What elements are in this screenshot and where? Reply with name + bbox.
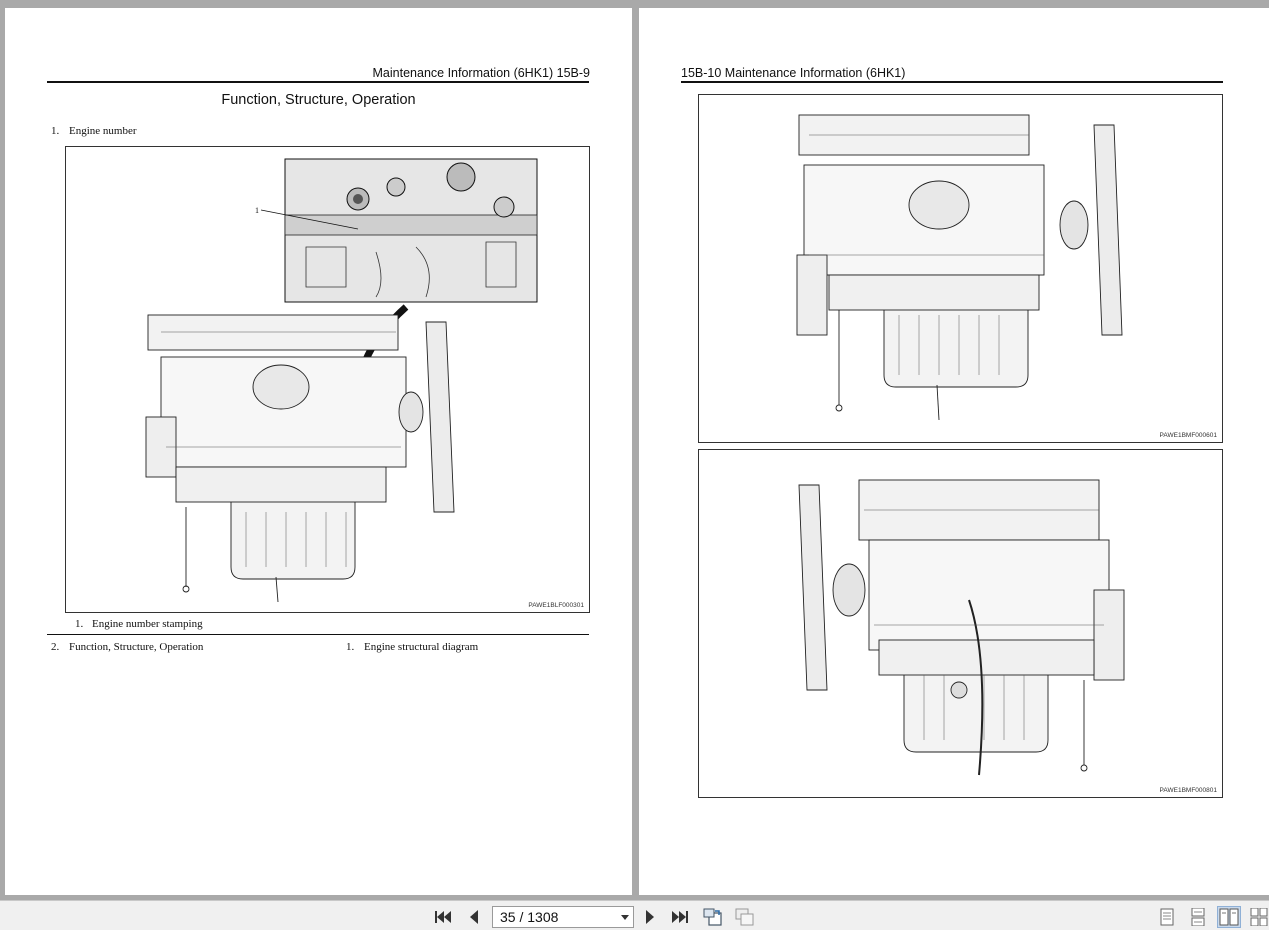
list-item-engine-number: Engine number [69, 125, 137, 137]
figure-caption: Engine number stamping [92, 618, 203, 630]
figure-code: PAWE1BMF000601 [1159, 432, 1217, 439]
next-page-icon[interactable] [640, 907, 660, 927]
sublist-item-structural-diagram: Engine structural diagram [364, 641, 479, 653]
caption-number: 1. [75, 618, 84, 630]
previous-page-icon[interactable] [464, 907, 484, 927]
rotate-icon[interactable] [703, 907, 723, 927]
engine-number-figure: 1 [65, 146, 590, 613]
caption-rule [47, 634, 589, 635]
engine-other-side-illustration [798, 479, 1125, 776]
page-header: 15B-10 Maintenance Information (6HK1) [681, 66, 906, 80]
section-title: Function, Structure, Operation [221, 92, 416, 108]
single-page-view-icon[interactable] [1155, 906, 1179, 928]
page-header: Maintenance Information (6HK1) 15B-9 [372, 66, 590, 80]
figure-code: PAWE1BLF000301 [528, 602, 584, 609]
sublist-number: 1. [346, 641, 355, 653]
list-item-function-structure: Function, Structure, Operation [69, 641, 204, 653]
list-number: 2. [51, 641, 60, 653]
engine-diagram-figure-2: PAWE1BMF000801 [698, 449, 1223, 798]
header-rule [681, 81, 1223, 83]
page-number-select[interactable]: 35 / 1308 [492, 906, 634, 928]
header-rule [47, 81, 589, 83]
document-page-right: 15B-10 Maintenance Information (6HK1) [639, 8, 1269, 895]
facing-view-icon[interactable] [1217, 906, 1241, 928]
continuous-view-icon[interactable] [1186, 906, 1210, 928]
list-number: 1. [51, 125, 60, 137]
chevron-down-icon[interactable] [621, 915, 629, 920]
callout-number: 1 [255, 206, 259, 215]
page-indicator: 35 / 1308 [500, 909, 559, 925]
engine-illustration: 1 [145, 158, 538, 603]
last-page-icon[interactable] [670, 907, 690, 927]
figure-code: PAWE1BMF000801 [1159, 787, 1217, 794]
document-page-left: Maintenance Information (6HK1) 15B-9 Fun… [5, 8, 632, 895]
continuous-facing-view-icon[interactable] [1248, 906, 1269, 928]
first-page-icon[interactable] [433, 907, 453, 927]
engine-side-illustration [796, 114, 1123, 421]
fit-icon[interactable] [735, 907, 755, 927]
engine-diagram-figure-1: PAWE1BMF000601 [698, 94, 1223, 443]
navigation-toolbar: 35 / 1308 [0, 900, 1269, 930]
